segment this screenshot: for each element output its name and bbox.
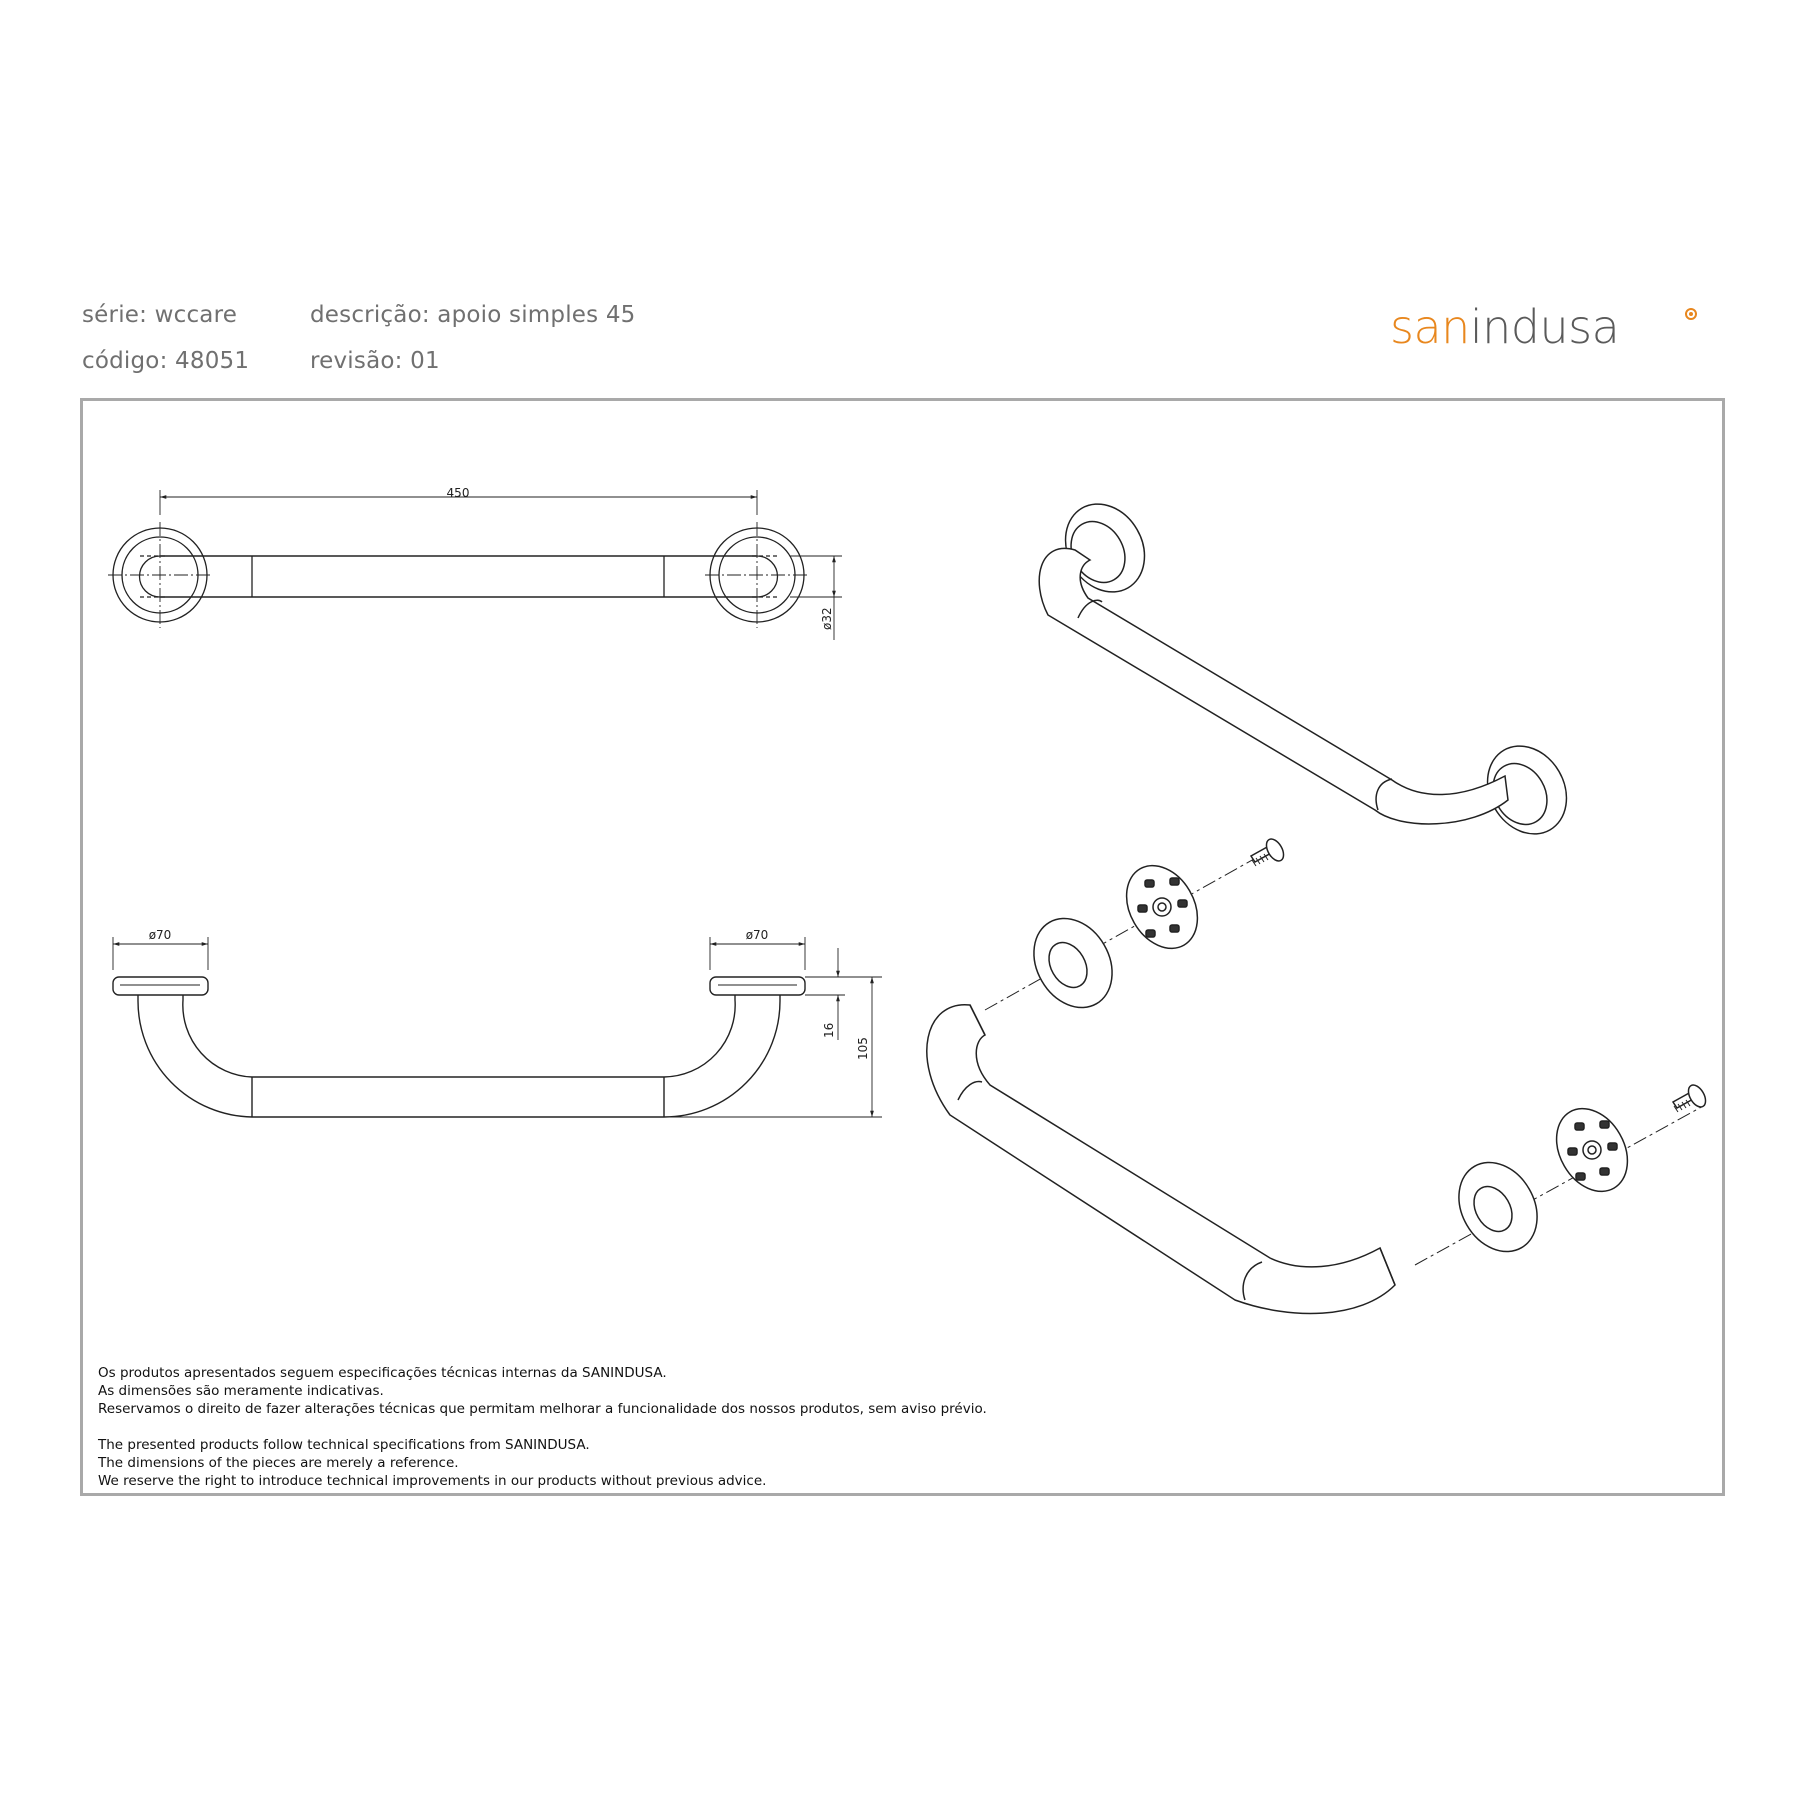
- dim-depth: 105: [856, 1037, 870, 1060]
- front-tube: [137, 995, 781, 1118]
- disclaimer-en: The presented products follow technical …: [98, 1436, 1198, 1490]
- disclaimer-en-line: The presented products follow technical …: [98, 1437, 590, 1453]
- disclaimer-en-line: We reserve the right to introduce techni…: [98, 1473, 767, 1489]
- drawing-frame: [80, 398, 1725, 1496]
- logo-mark-icon: [1685, 308, 1697, 320]
- disclaimer-pt-line: Os produtos apresentados seguem especifi…: [98, 1365, 667, 1381]
- disclaimer-pt-line: Reservamos o direito de fazer alterações…: [98, 1401, 987, 1417]
- dim-flange-right: ø70: [746, 928, 769, 942]
- iso-top-bar: [1038, 547, 1509, 825]
- iso-assembled-view: [1038, 503, 1568, 835]
- dim-length: 450: [447, 486, 470, 500]
- iso-left-base-plate: [1125, 864, 1199, 950]
- front-right-flange: [709, 976, 806, 996]
- iso-left-screw-icon: [1249, 838, 1285, 867]
- front-view: [112, 937, 882, 1118]
- serie-label: série: wccare: [82, 302, 238, 328]
- descricao-label: descrição: apoio simples 45: [310, 302, 636, 328]
- front-left-flange: [112, 976, 209, 996]
- sanindusa-logo: sanindusa: [1390, 300, 1620, 354]
- iso-right-base-plate: [1555, 1107, 1629, 1193]
- dim-tube-diameter: ø32: [820, 607, 834, 630]
- codigo-label: código: 48051: [82, 348, 250, 374]
- dim-flange-height: 16: [822, 1023, 836, 1038]
- iso-exploded-bar: [926, 1004, 1396, 1315]
- dim-flange-left: ø70: [149, 928, 172, 942]
- iso-exploded-view: [926, 838, 1707, 1315]
- top-view: [108, 490, 842, 640]
- top-tube: [160, 555, 757, 598]
- logo-part-san: san: [1390, 300, 1470, 354]
- iso-right-screw-icon: [1671, 1084, 1707, 1113]
- disclaimer-en-line: The dimensions of the pieces are merely …: [98, 1455, 459, 1471]
- logo-part-indusa: indusa: [1469, 300, 1620, 354]
- disclaimer-pt-line: As dimensões são meramente indicativas.: [98, 1383, 384, 1399]
- revisao-label: revisão: 01: [310, 348, 440, 374]
- disclaimer-pt: Os produtos apresentados seguem especifi…: [98, 1364, 1198, 1418]
